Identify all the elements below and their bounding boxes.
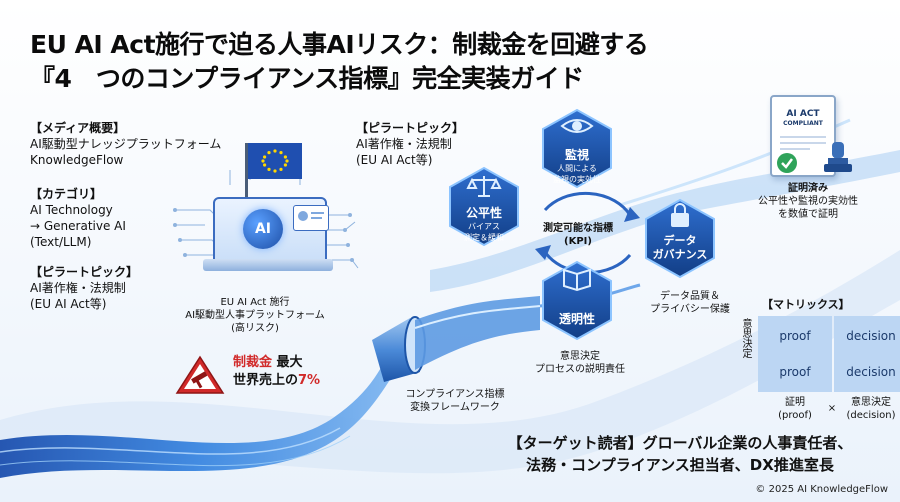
hex-transparency bbox=[542, 260, 612, 341]
monitor-base bbox=[203, 259, 333, 271]
stamp-icon bbox=[824, 142, 852, 172]
data-gov-caption-line: プライバシー保護 bbox=[650, 304, 730, 315]
matrix-x-times: × bbox=[827, 403, 837, 414]
eu-device-caption-line: AI駆動型人事プラットフォーム bbox=[185, 310, 325, 321]
penalty-label: 制裁金 bbox=[233, 355, 273, 370]
info-pillar-line: (EU AI Act等) bbox=[30, 297, 107, 311]
hex-data-governance bbox=[645, 198, 715, 279]
matrix-x-right-line: 意思決定 bbox=[851, 397, 891, 408]
lock-icon bbox=[671, 203, 689, 227]
title-line-2: 『4 つのコンプライアンス指標』完全実装ガイド bbox=[30, 64, 584, 93]
info-media-line: AI駆動型ナレッジプラットフォーム bbox=[30, 137, 222, 151]
matrix-x-right: 意思決定 (decision) bbox=[834, 396, 900, 422]
kpi-center-line: (KPI) bbox=[564, 236, 592, 247]
matrix-cell: decision bbox=[834, 352, 900, 392]
info-pillar-line: AI著作権・法規制 bbox=[30, 281, 126, 295]
hex-monitoring-sub: 人間による bbox=[557, 164, 597, 173]
info-media-heading: 【メディア概要】 bbox=[30, 121, 126, 135]
hex-fairness-title: 公平性 bbox=[465, 206, 502, 220]
top-pillar-topic: 【ピラートピック】 AI著作権・法規制 (EU AI Act等) bbox=[356, 120, 464, 168]
hex-fairness-sub: 測定＆緩和 bbox=[464, 233, 504, 242]
matrix-cell: proof bbox=[758, 352, 832, 392]
hex-monitoring-sub: 監視の実効性 bbox=[553, 175, 601, 184]
ai-chip-icon: AI bbox=[243, 209, 283, 249]
pipeline-label-line: コンプライアンス指標 bbox=[405, 389, 505, 400]
transparency-caption-line: プロセスの説明責任 bbox=[535, 364, 625, 375]
matrix-y-label: 意思決定 bbox=[740, 318, 751, 358]
matrix-x-left-line: 証明 bbox=[785, 397, 805, 408]
matrix-x-left: 証明 (proof) bbox=[758, 396, 832, 422]
penalty-text: 制裁金 最大 世界売上の7% bbox=[233, 354, 320, 390]
penalty-revenue: 世界売上の bbox=[233, 373, 299, 388]
swoosh-band bbox=[0, 250, 900, 474]
eu-device-caption-line: (高リスク) bbox=[231, 323, 279, 334]
hex-data-label: データ ガバナンス bbox=[646, 234, 714, 262]
certificate-caption-line: 証明済み bbox=[788, 183, 828, 194]
info-pillar: 【ピラートピック】 AI著作権・法規制 (EU AI Act等) bbox=[30, 264, 138, 312]
scales-icon bbox=[466, 176, 502, 197]
hex-fairness-sub: バイアス bbox=[468, 222, 500, 231]
book-icon bbox=[563, 268, 591, 292]
audience-line: 【ターゲット読者】グローバル企業の人事責任者、 bbox=[507, 434, 853, 452]
data-gov-caption: データ品質＆ プライバシー保護 bbox=[635, 290, 745, 316]
eu-flag-icon bbox=[248, 143, 302, 179]
penalty-value: 7% bbox=[298, 373, 321, 388]
hex-transparency-label: 透明性 bbox=[543, 310, 611, 327]
info-category-line: AI Technology bbox=[30, 203, 113, 217]
info-media-line: KnowledgeFlow bbox=[30, 153, 124, 167]
certificate-caption-line: 公平性や監視の実効性 bbox=[758, 196, 858, 207]
info-category: 【カテゴリ】 AI Technology → Generative AI (Te… bbox=[30, 186, 126, 250]
hex-monitoring bbox=[542, 108, 612, 189]
check-badge-icon bbox=[777, 153, 797, 173]
info-pillar-heading: 【ピラートピック】 bbox=[30, 265, 139, 279]
funnel-pipe bbox=[372, 296, 541, 382]
pipeline-label: コンプライアンス指標 変換フレームワーク bbox=[395, 388, 515, 414]
matrix-cell: decision bbox=[834, 316, 900, 356]
data-gov-caption-line: データ品質＆ bbox=[660, 291, 720, 302]
page-title: EU AI Act施行で迫る人事AIリスク：制裁金を回避する 『4 つのコンプラ… bbox=[30, 28, 649, 96]
target-audience: 【ターゲット読者】グローバル企業の人事責任者、 法務・コンプライアンス担当者、D… bbox=[470, 432, 890, 476]
hex-data-title: データ bbox=[663, 234, 697, 247]
hex-monitoring-label: 監視 人間による 監視の実効性 bbox=[543, 146, 611, 185]
certificate-caption-line: を数値で証明 bbox=[778, 209, 838, 220]
matrix-title: 【マトリックス】 bbox=[762, 298, 850, 311]
top-pillar-line: (EU AI Act等) bbox=[356, 153, 433, 167]
title-line-1: EU AI Act施行で迫る人事AIリスク：制裁金を回避する bbox=[30, 30, 649, 59]
hex-fairness-label: 公平性 バイアス 測定＆緩和 bbox=[450, 204, 518, 243]
audience-line: 法務・コンプライアンス担当者、DX推進室長 bbox=[526, 456, 834, 474]
info-category-heading: 【カテゴリ】 bbox=[30, 187, 103, 201]
certificate-title: AI ACT bbox=[786, 109, 820, 119]
eu-device-caption: EU AI Act 施行 AI駆動型人事プラットフォーム (高リスク) bbox=[180, 296, 330, 335]
flag-pole bbox=[245, 143, 248, 238]
hex-fairness bbox=[449, 166, 519, 247]
info-category-line: (Text/LLM) bbox=[30, 235, 92, 249]
info-media: 【メディア概要】 AI駆動型ナレッジプラットフォーム KnowledgeFlow bbox=[30, 120, 221, 168]
certificate-caption: 証明済み 公平性や監視の実効性 を数値で証明 bbox=[748, 182, 868, 221]
hex-transparency-title: 透明性 bbox=[558, 312, 595, 326]
matrix-x-right-line: (decision) bbox=[846, 410, 896, 421]
transparency-caption-line: 意思決定 bbox=[560, 351, 600, 362]
top-pillar-line: AI著作権・法規制 bbox=[356, 137, 452, 151]
hex-data-title: ガバナンス bbox=[652, 248, 708, 261]
warning-gavel-icon bbox=[175, 355, 225, 394]
eu-device-caption-line: EU AI Act 施行 bbox=[220, 297, 290, 308]
eu-ai-device: AI bbox=[195, 135, 345, 285]
penalty-max: 最大 bbox=[276, 355, 303, 370]
transparency-caption: 意思決定 プロセスの説明責任 bbox=[535, 350, 625, 376]
top-pillar-heading: 【ピラートピック】 bbox=[356, 121, 465, 135]
pipeline-label-line: 変換フレームワーク bbox=[410, 402, 500, 413]
hex-monitoring-title: 監視 bbox=[564, 148, 589, 162]
copyright: © 2025 AI KnowledgeFlow bbox=[755, 484, 888, 495]
certificate-subtitle: COMPLIANT bbox=[783, 120, 823, 127]
eye-icon bbox=[560, 119, 594, 133]
profile-card-icon bbox=[293, 205, 329, 231]
matrix-cell: proof bbox=[758, 316, 832, 356]
ai-chip-label: AI bbox=[254, 221, 272, 237]
kpi-center-line: 測定可能な指標 bbox=[543, 223, 613, 234]
info-category-line: → Generative AI bbox=[30, 219, 126, 233]
matrix-x-left-line: (proof) bbox=[778, 410, 812, 421]
kpi-center-label: 測定可能な指標 (KPI) bbox=[530, 222, 626, 248]
